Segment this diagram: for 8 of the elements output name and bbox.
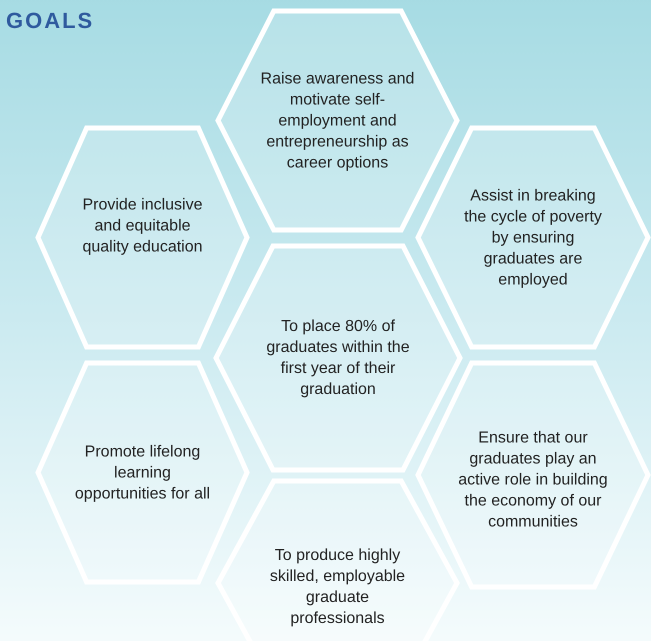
- goal-text: To produce highly skilled, employable graduate professionals: [268, 546, 406, 630]
- goal-text: Assist in breaking the cycle of poverty by ensuring graduates are employed: [463, 186, 603, 290]
- goal-text: Raise awareness and motivate self-employment and entrepreneurship as career options: [260, 69, 416, 173]
- goal-text: Ensure that our graduates play an active role in building the economy of our communities: [457, 428, 608, 532]
- goal-text: Provide inclusive and equitable quality education: [81, 196, 204, 258]
- goal-text: Promote lifelong learning opportunities for all: [74, 442, 212, 504]
- goal-text: To place 80% of graduates within the first year of their graduation: [265, 317, 411, 400]
- title: GOALS: [6, 8, 96, 34]
